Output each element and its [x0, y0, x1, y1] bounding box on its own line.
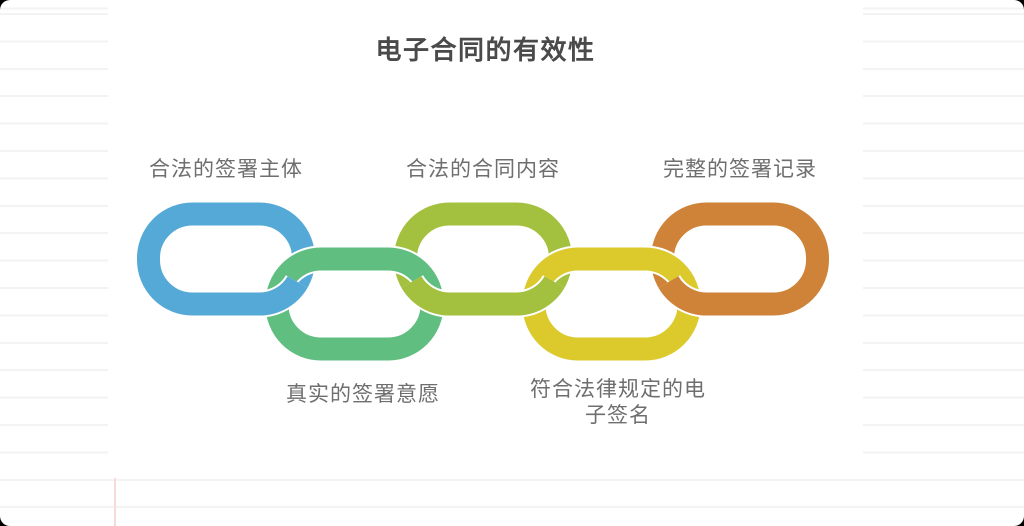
diagram-title: 电子合同的有效性	[375, 35, 596, 65]
chain-link-2	[263, 245, 446, 363]
chain-label-2: 真实的签署意愿	[286, 383, 440, 406]
chain-link-4	[520, 245, 703, 363]
chain-label-3: 合法的合同内容	[406, 158, 560, 181]
diagram-canvas	[108, 0, 863, 478]
chain-weave-segments	[238, 274, 728, 318]
chain-label-1: 合法的签署主体	[149, 158, 303, 181]
chain-label-5: 完整的签署记录	[663, 158, 817, 181]
chain-label-4: 符合法律规定的电 子签名	[530, 378, 706, 427]
